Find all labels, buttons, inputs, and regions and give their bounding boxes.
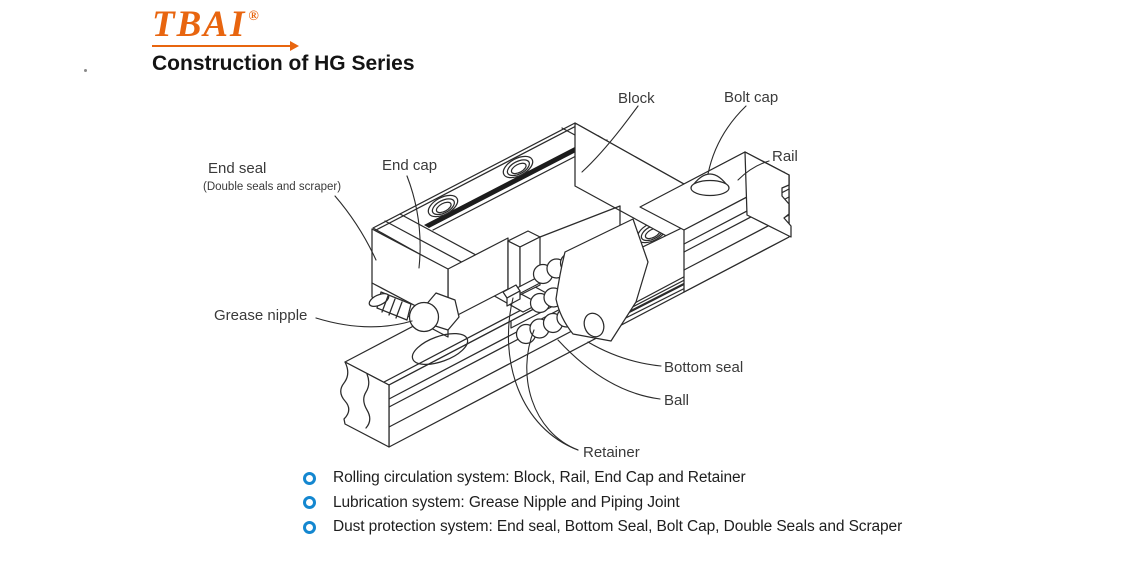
leader-rail <box>737 160 770 181</box>
label-bottom-seal: Bottom seal <box>664 359 743 376</box>
stray-dot <box>84 69 87 72</box>
leader-retainer-2 <box>526 329 579 451</box>
rail-end-drawing <box>639 151 792 293</box>
page-title: Construction of HG Series <box>152 52 415 75</box>
label-retainer: Retainer <box>583 444 640 461</box>
logo-text: TBAI <box>152 4 247 45</box>
label-end-seal: End seal <box>208 160 266 177</box>
system-text: Dust protection system: End seal, Bottom… <box>333 518 903 536</box>
leader-retainer-1 <box>507 297 579 451</box>
leader-ball <box>557 339 661 400</box>
label-end-seal-note: (Double seals and scraper) <box>203 181 341 193</box>
label-ball: Ball <box>664 392 689 409</box>
list-item: Dust protection system: End seal, Bottom… <box>303 515 902 540</box>
end-cap-piece-drawing <box>555 218 649 342</box>
label-end-cap: End cap <box>382 157 437 174</box>
leader-bolt-cap <box>707 105 747 175</box>
threaded-hole <box>502 155 534 179</box>
leader-grease-nipple <box>315 317 413 328</box>
bolt-cap-drawing <box>690 173 730 197</box>
bullet-circle-icon <box>303 496 316 510</box>
leader-bottom-seal <box>587 341 662 367</box>
label-rail: Rail <box>772 148 798 165</box>
registered-mark: ® <box>248 8 259 24</box>
threaded-hole <box>427 194 459 218</box>
list-item: Lubrication system: Grease Nipple and Pi… <box>303 491 902 516</box>
logo-arrow-head-icon <box>290 41 299 51</box>
label-grease-nipple: Grease nipple <box>214 307 307 324</box>
leader-end-seal <box>334 195 377 261</box>
brand-logo: TBAI® <box>152 4 259 45</box>
logo-underline-arrow <box>152 45 290 47</box>
system-text: Rolling circulation system: Block, Rail,… <box>333 469 746 487</box>
systems-list: Rolling circulation system: Block, Rail,… <box>303 466 902 540</box>
leader-block <box>581 105 639 173</box>
bullet-circle-icon <box>303 520 316 534</box>
label-bolt-cap: Bolt cap <box>724 89 778 106</box>
bullet-circle-icon <box>303 471 316 485</box>
list-item: Rolling circulation system: Block, Rail,… <box>303 466 902 491</box>
grease-nipple-drawing <box>368 291 469 365</box>
end-cap-drawing <box>507 230 541 296</box>
label-block: Block <box>618 90 655 107</box>
leader-end-cap <box>406 175 421 269</box>
system-text: Lubrication system: Grease Nipple and Pi… <box>333 493 680 511</box>
